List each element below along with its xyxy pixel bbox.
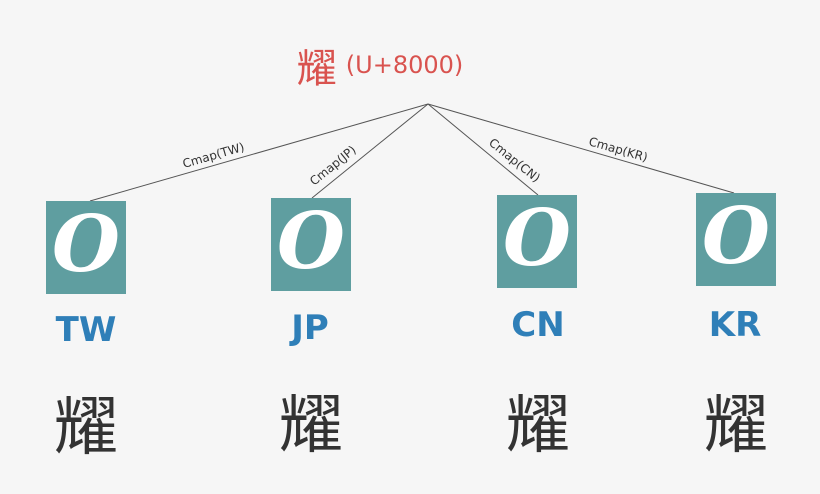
- glyph-cn: 耀: [506, 389, 570, 463]
- opentype-icon: O: [52, 198, 120, 290]
- opentype-icon: O: [702, 190, 770, 282]
- edge-kr: [427, 103, 735, 194]
- edge-cn: [427, 103, 539, 196]
- region-label-tw: TW: [55, 310, 117, 350]
- glyph-tw: 耀: [54, 391, 118, 465]
- edge-label-kr: Cmap(KR): [587, 134, 649, 164]
- edge-label-tw: Cmap(TW): [181, 140, 246, 171]
- root-character: 耀: [296, 46, 337, 92]
- font-icon-jp: O: [271, 198, 351, 291]
- edge-tw: [89, 103, 429, 202]
- root-codepoint: (U+8000): [345, 51, 464, 79]
- font-icon-kr: O: [696, 193, 776, 286]
- opentype-icon: O: [277, 195, 345, 287]
- font-icon-tw: O: [46, 201, 126, 294]
- region-label-kr: KR: [708, 305, 762, 345]
- root-node: 耀 (U+8000): [0, 36, 760, 94]
- font-icon-cn: O: [497, 195, 577, 288]
- glyph-kr: 耀: [704, 389, 768, 463]
- region-label-jp: JP: [291, 308, 329, 348]
- edge-jp: [311, 103, 429, 199]
- edge-label-cn: Cmap(CN): [486, 135, 543, 185]
- region-label-cn: CN: [511, 305, 565, 345]
- opentype-icon: O: [503, 192, 571, 284]
- glyph-jp: 耀: [279, 389, 343, 463]
